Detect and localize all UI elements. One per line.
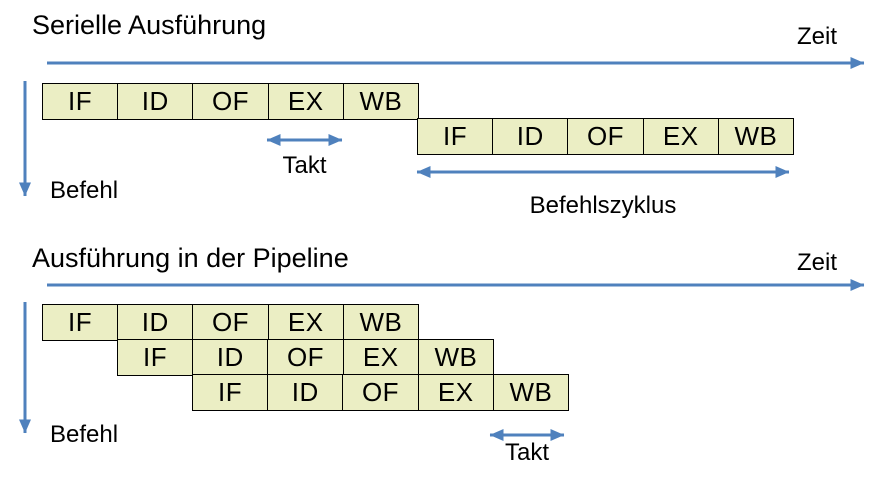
stage-cell: IF — [218, 377, 243, 407]
stage-cell: ID — [117, 305, 192, 340]
instruction-axis-label-pipeline: Befehl — [50, 421, 119, 448]
stage-cell: EX — [267, 84, 343, 119]
stage-cell: OF — [342, 375, 417, 410]
stage-cell: WB — [342, 84, 418, 119]
stage-row-pipeline-2: IF ID OF EX WB — [117, 339, 494, 376]
stage-cell: OF — [192, 305, 267, 340]
instruction-axis-label-serial: Befehl — [50, 177, 119, 204]
clock-label-serial: Takt — [282, 152, 327, 179]
stage-cell: ID — [492, 119, 567, 154]
stage-cell: OF — [192, 84, 267, 119]
stage-cell: WB — [342, 305, 418, 340]
time-axis-label-serial: Zeit — [797, 23, 838, 50]
stage-cell: WB — [417, 340, 493, 375]
section-title-pipeline: Ausführung in der Pipeline — [32, 243, 349, 273]
stage-cell: WB — [717, 119, 793, 154]
stage-cell: WB — [492, 375, 568, 410]
stage-row-serial-2: IF ID OF EX WB — [417, 118, 794, 155]
stage-cell: EX — [267, 305, 343, 340]
stage-row-pipeline-1: IF ID OF EX WB — [42, 304, 419, 341]
stage-row-pipeline-3: IF ID OF EX WB — [192, 374, 569, 411]
stage-cell: EX — [417, 375, 493, 410]
stage-cell: ID — [192, 340, 267, 375]
stage-cell: EX — [642, 119, 718, 154]
section-title-serial: Serielle Ausführung — [32, 10, 267, 40]
clock-label-pipeline: Takt — [504, 439, 549, 466]
stage-row-serial-1: IF ID OF EX WB — [42, 83, 419, 120]
stage-cell: ID — [267, 375, 342, 410]
stage-cell: EX — [342, 340, 418, 375]
stage-cell: IF — [68, 86, 93, 116]
stage-cell: IF — [443, 121, 468, 151]
stage-cell: OF — [567, 119, 642, 154]
stage-cell: IF — [68, 307, 93, 337]
stage-cell: ID — [117, 84, 192, 119]
stage-cell: OF — [267, 340, 342, 375]
time-axis-label-pipeline: Zeit — [797, 249, 838, 276]
instruction-cycle-label: Befehlszyklus — [529, 192, 677, 219]
stage-cell: IF — [143, 342, 168, 372]
